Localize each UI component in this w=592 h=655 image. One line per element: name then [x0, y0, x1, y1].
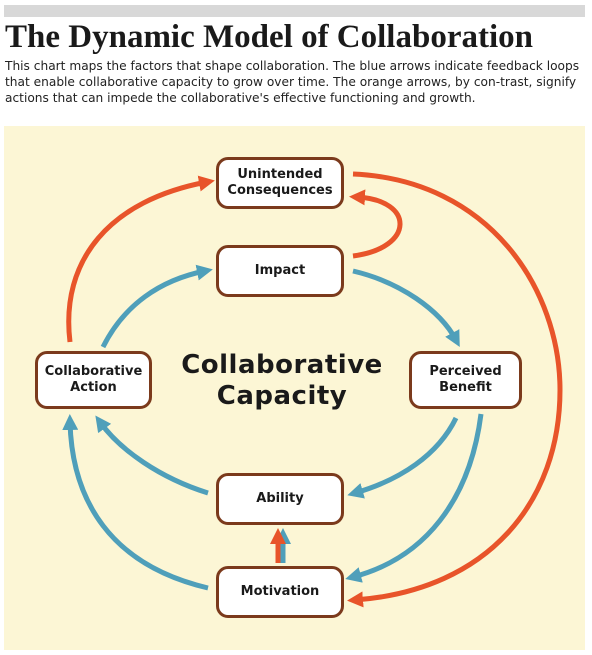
- arrow-impact-to-unintended: [349, 189, 403, 259]
- node-perceived-benefit: Perceived Benefit: [409, 351, 522, 409]
- node-impact-label: Impact: [254, 263, 306, 278]
- top-bar: [4, 5, 585, 17]
- center-label: Collaborative Capacity: [160, 350, 404, 412]
- node-action-line1: Collaborative: [44, 364, 143, 379]
- node-ability: Ability: [216, 473, 344, 525]
- arrow-perceived-to-ability: [347, 416, 459, 499]
- arrow-action-to-unintended: [66, 175, 215, 343]
- arrow-action-to-impact: [100, 264, 213, 349]
- node-motivation-label: Motivation: [240, 584, 320, 599]
- node-action-line2: Action: [70, 380, 117, 395]
- node-unintended-line2: Consequences: [227, 183, 333, 198]
- node-perceived-line2: Benefit: [439, 380, 492, 395]
- node-collaborative-action: Collaborative Action: [35, 351, 152, 409]
- node-ability-label: Ability: [256, 491, 304, 506]
- node-perceived-line1: Perceived: [429, 364, 502, 379]
- node-impact: Impact: [216, 245, 344, 297]
- node-unintended-consequences: Unintended Consequences: [216, 157, 344, 209]
- node-unintended-line1: Unintended: [237, 167, 323, 182]
- arrow-motivation-to-action: [62, 414, 209, 591]
- page-subtitle: This chart maps the factors that shape c…: [5, 59, 580, 105]
- center-label-line1: Collaborative: [181, 350, 383, 380]
- arrow-perceived-to-motivation: [345, 413, 484, 583]
- page-title: The Dynamic Model of Collaboration: [5, 19, 533, 55]
- arrow-impact-to-perceived: [352, 268, 460, 348]
- arrow-unintended-to-motivation: [347, 171, 563, 608]
- node-motivation: Motivation: [216, 566, 344, 618]
- arrow-ability-to-action: [95, 415, 209, 496]
- center-label-line2: Capacity: [216, 381, 348, 411]
